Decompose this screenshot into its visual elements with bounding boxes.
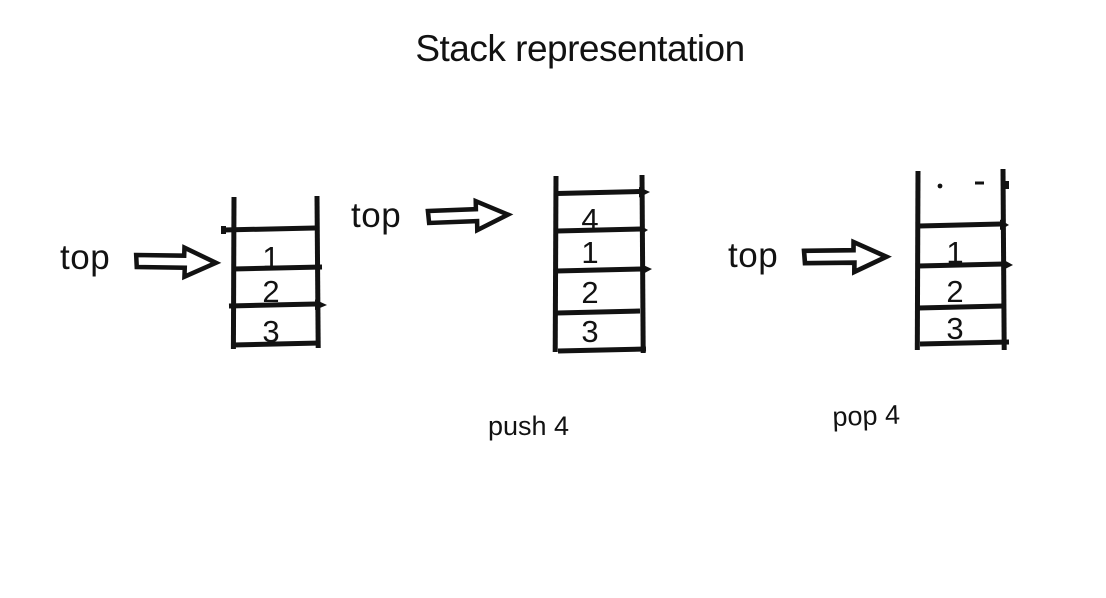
stack-cell-value: 1 [581, 235, 599, 270]
stack-cell-value: 3 [946, 311, 964, 346]
stack-cell-value: 2 [581, 275, 599, 310]
stack-initial-frame [222, 195, 323, 350]
stack-cell-value: 1 [946, 235, 964, 270]
stack-cell-value: 3 [262, 314, 280, 349]
stack-cell-value: 4 [581, 202, 599, 237]
erased-value-marks [937, 181, 1009, 189]
top-label-after-pop: top [728, 236, 779, 275]
stack-cell-value: 2 [946, 274, 964, 309]
top-arrow-icon [133, 244, 222, 281]
top-arrow-icon [801, 238, 892, 276]
stack-after-push-frame [552, 174, 647, 354]
stack-after-pop-tick-marks [1000, 219, 1013, 270]
stack-after-pop-frame [914, 168, 1010, 351]
operation-label-pop: pop 4 [831, 399, 901, 432]
stack-cell-value: 3 [581, 314, 599, 349]
top-arrow-icon [425, 197, 514, 234]
top-label-after-push: top [351, 196, 402, 235]
top-label-initial: top [60, 238, 111, 277]
stack-cell-value: 1 [262, 240, 280, 275]
diagram-title: Stack representation [415, 28, 745, 69]
stack-initial-tick-marks [221, 226, 327, 310]
stack-cell-value: 2 [262, 274, 280, 309]
operation-label-push: push 4 [488, 411, 570, 441]
stack-after-push-tick-marks [639, 187, 652, 275]
